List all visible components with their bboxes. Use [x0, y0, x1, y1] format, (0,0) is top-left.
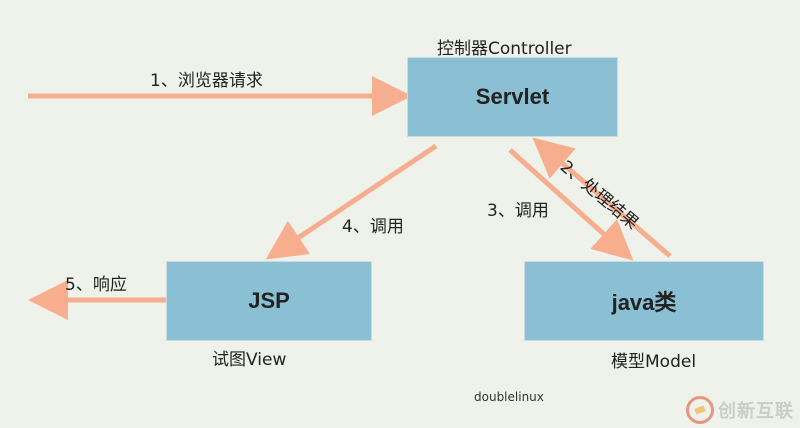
- jsp-caption: 试图View: [212, 350, 287, 370]
- author-label: doublelinux: [474, 390, 544, 404]
- jsp-box: JSP: [166, 261, 372, 341]
- servlet-box: Servlet: [407, 57, 618, 137]
- arrow-call-view: [265, 143, 438, 260]
- model-caption: 模型Model: [611, 352, 697, 372]
- watermark-text: 创新互联: [718, 401, 794, 422]
- controller-caption: 控制器Controller: [437, 39, 572, 59]
- arrow-call-model: [508, 148, 634, 261]
- arrow-process-result: [532, 137, 672, 258]
- label-browser-request: 1、浏览器请求: [150, 71, 263, 91]
- label-call-view: 4、调用: [342, 217, 404, 237]
- label-call-model: 3、调用: [487, 201, 549, 221]
- label-response: 5、响应: [65, 275, 127, 295]
- watermark-logo-icon: [686, 396, 714, 424]
- watermark: 创新互联: [686, 396, 794, 424]
- model-box: java类: [524, 261, 764, 341]
